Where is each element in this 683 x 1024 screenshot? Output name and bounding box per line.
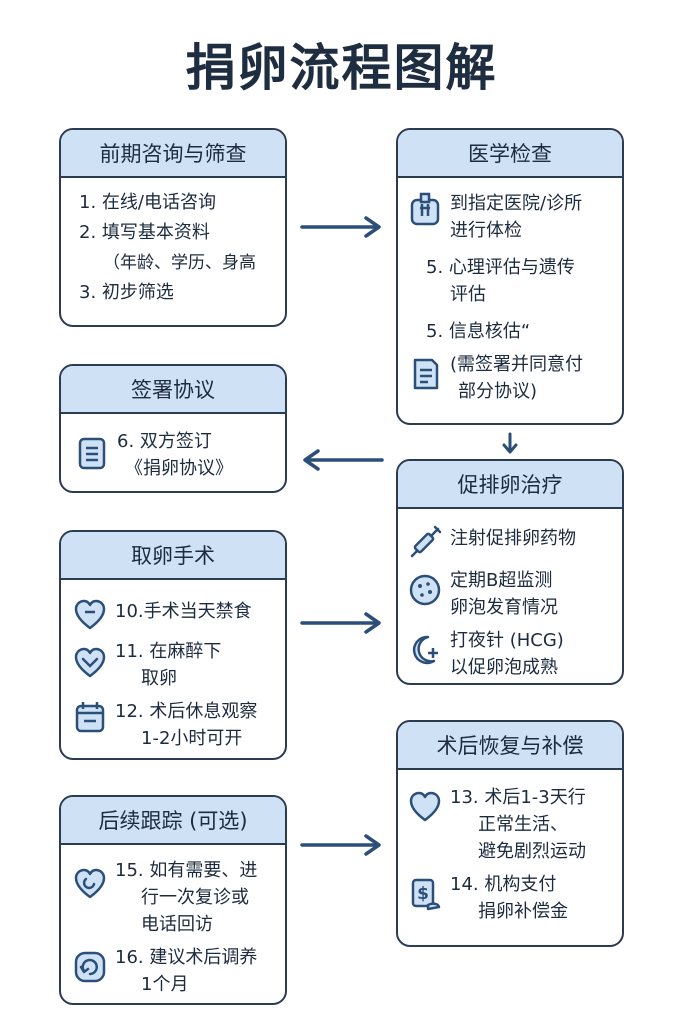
document-icon xyxy=(75,436,109,470)
step-text: 6. 双方签订 xyxy=(117,431,212,452)
step-text: 15. 如有需要、进 xyxy=(115,860,258,881)
card-title: 后续跟踪 (可选) xyxy=(61,797,285,845)
card-title: 促排卵治疗 xyxy=(398,461,622,509)
page-title: 捐卵流程图解 xyxy=(185,39,498,97)
moon-plus-icon xyxy=(408,633,442,667)
card-ovulation-treatment: 促排卵治疗 注射促排卵药物 定期B超监测卵泡发育情况 打夜针 (HCG) 以促卵泡… xyxy=(396,459,624,685)
step-text: 正常生活、 xyxy=(478,814,568,835)
step-text: 注射促排卵药物 xyxy=(450,528,576,549)
dollar-icon: $ xyxy=(408,877,442,911)
step-text: 捐卵补偿金 xyxy=(478,901,568,922)
card-agreement: 签署协议 6. 双方签订《捐卵协议》 xyxy=(59,364,287,493)
step-text: 5. 心理评估与遗传 xyxy=(426,257,575,278)
card-title: 医学检查 xyxy=(398,130,622,178)
ultrasound-icon xyxy=(408,573,442,607)
step-text: 进行体检 xyxy=(450,220,522,241)
card-title: 前期咨询与筛查 xyxy=(61,130,285,178)
step-text: (需签署并同意付 xyxy=(450,354,584,375)
step-text: 14. 机构支付 xyxy=(450,874,557,895)
step-text: 定期B超监测 xyxy=(450,570,553,591)
step-text: 电话回访 xyxy=(141,914,213,935)
step-text: 评估 xyxy=(450,284,486,305)
step-text: 3. 初步筛选 xyxy=(79,282,174,303)
step-text: 2. 填写基本资料 xyxy=(79,222,210,243)
step-text: 避免剧烈运动 xyxy=(478,841,586,862)
step-text: 10.手术当天禁食 xyxy=(115,601,252,622)
card-recovery-compensation: 术后恢复与补偿 13. 术后1-3天行正常生活、避免剧烈运动 $ 14. 机构支… xyxy=(396,720,624,947)
card-egg-retrieval: 取卵手术 10.手术当天禁食 11. 在麻醉下取卵 12. 术后休息观察 1-2小… xyxy=(59,530,287,760)
arrow-left xyxy=(300,448,384,472)
step-text: （年龄、学历、身高 xyxy=(103,253,256,273)
card-title: 取卵手术 xyxy=(61,532,285,580)
card-medical-exam: 医学检查 到指定医院/诊所进行体检 5. 心理评估与遗传评估 5. 信息核估“ … xyxy=(396,128,624,425)
step-text: 13. 术后1-3天行 xyxy=(450,787,586,808)
step-text: 卵泡发育情况 xyxy=(450,597,558,618)
step-text: 部分协议) xyxy=(458,381,538,402)
heart-icon xyxy=(408,790,442,824)
card-title: 术后恢复与补偿 xyxy=(398,722,622,770)
step-text: 《捐卵协议》 xyxy=(125,458,233,479)
card-consultation: 前期咨询与筛查 1. 在线/电话咨询 2. 填写基本资料 （年龄、学历、身高 3… xyxy=(59,128,287,327)
syringe-icon xyxy=(408,525,442,559)
step-text: 以促卵泡成熟 xyxy=(450,657,558,678)
step-text: 1. 在线/电话咨询 xyxy=(79,192,216,213)
arrow-right xyxy=(300,215,384,239)
hospital-icon xyxy=(408,192,442,226)
step-text: 行一次复诊或 xyxy=(141,887,249,908)
document-icon xyxy=(408,357,442,391)
arrow-right xyxy=(300,611,384,635)
heart-icon xyxy=(73,646,107,680)
step-text: 取卵 xyxy=(141,668,177,689)
step-text: 12. 术后休息观察 xyxy=(115,701,258,722)
heart-minus-icon xyxy=(73,598,107,632)
refresh-icon xyxy=(73,950,107,984)
step-text: 5. 信息核估“ xyxy=(426,321,531,342)
arrow-right xyxy=(300,833,384,857)
card-follow-up: 后续跟踪 (可选) 15. 如有需要、进行一次复诊或电话回访 16. 建议术后调… xyxy=(59,795,287,1005)
arrow-down xyxy=(500,432,520,456)
step-text: 1个月 xyxy=(141,974,189,995)
svg-text:$: $ xyxy=(417,884,429,904)
calendar-icon xyxy=(73,700,107,734)
step-text: 16. 建议术后调养 xyxy=(115,947,258,968)
step-text: 到指定医院/诊所 xyxy=(450,193,583,214)
step-text: 打夜针 (HCG) xyxy=(450,630,564,651)
step-text: 11. 在麻醉下 xyxy=(115,641,222,662)
card-title: 签署协议 xyxy=(61,366,285,414)
step-text: 1-2小时可开 xyxy=(141,728,243,749)
heart-swirl-icon xyxy=(73,867,107,901)
